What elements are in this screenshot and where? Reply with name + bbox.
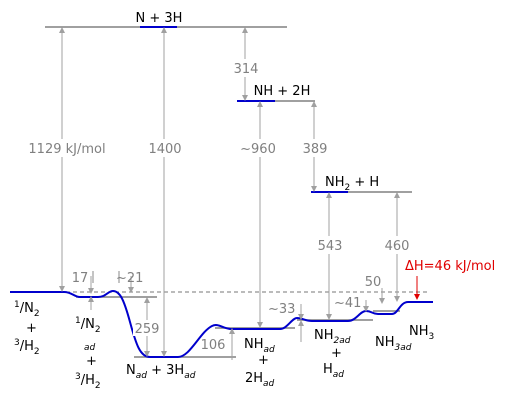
label-nh3: NH3 (409, 324, 434, 342)
value-21: ~21 (116, 271, 143, 286)
label-nh3ad: NH3ad (375, 335, 412, 353)
svg-text:1/N2: 1/N2 (75, 316, 101, 335)
label-nh2ad-had: NH2ad + Had (314, 328, 351, 380)
value-389: 389 (303, 142, 328, 157)
value-543: 543 (318, 239, 343, 254)
bg-543 (316, 236, 344, 254)
svg-text:ad: ad (84, 343, 96, 353)
svg-text:3/H2: 3/H2 (75, 372, 101, 391)
value-17: 17 (72, 271, 89, 286)
label-n-3h: N + 3H (136, 11, 183, 26)
label-nhad-2had: NHad + 2Had (244, 337, 275, 389)
bg-460 (383, 236, 411, 254)
value-50: 50 (365, 275, 382, 290)
label-nh-2h: NH + 2H (254, 84, 311, 99)
value-delta-h: ΔH=46 kJ/mol (405, 259, 495, 274)
value-460: 460 (385, 239, 410, 254)
label-reactants-gas: 1/N2 + 3/H2 (14, 300, 40, 357)
value-314: 314 (234, 62, 259, 77)
svg-text:+: + (331, 346, 342, 361)
value-106: 106 (201, 338, 226, 353)
svg-text:NHad: NHad (244, 337, 275, 355)
svg-text:Had: Had (323, 362, 344, 380)
svg-text:+: + (26, 321, 37, 336)
value-1400: 1400 (148, 142, 181, 157)
label-nad-3had: Nad + 3Had (126, 363, 196, 381)
value-259: 259 (135, 322, 160, 337)
svg-text:NH2ad: NH2ad (314, 328, 351, 346)
label-reactants-ad: 1/N2 ad + 3/H2 (75, 316, 101, 391)
svg-text:2Had: 2Had (245, 371, 275, 389)
bg-389 (302, 139, 328, 157)
bg-259 (133, 320, 161, 336)
svg-text:3/H2: 3/H2 (14, 338, 40, 357)
svg-text:+: + (86, 354, 97, 369)
svg-text:1/N2: 1/N2 (14, 300, 40, 319)
bg-960 (238, 139, 278, 157)
bg-314 (232, 59, 260, 77)
value-960: ~960 (240, 142, 276, 157)
bg-1129 (24, 139, 108, 157)
svg-text:+: + (258, 353, 269, 368)
value-1129: 1129 kJ/mol (28, 142, 105, 157)
value-41: ~41 (334, 296, 361, 311)
value-33: ~33 (268, 302, 295, 317)
bg-1400 (146, 139, 184, 157)
label-nh2-h: NH2 + H (325, 175, 379, 193)
